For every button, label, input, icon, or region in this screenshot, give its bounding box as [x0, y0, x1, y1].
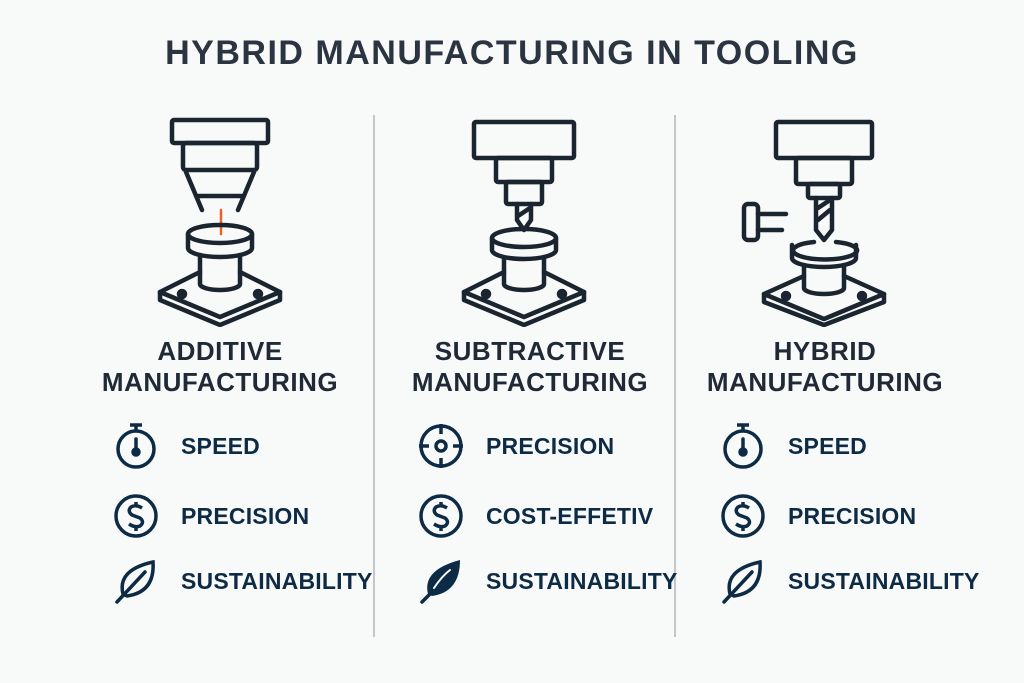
heading-line: ADDITIVE	[157, 336, 283, 366]
leaf-filled-icon	[420, 560, 460, 604]
dollar-icon	[419, 494, 463, 538]
page-title: HYBRID MANUFACTURING IN TOOLING	[165, 34, 859, 72]
list-item: SPEED	[718, 422, 867, 470]
item-label: PRECISION	[181, 502, 310, 529]
heading-line: MANUFACTURING	[411, 367, 649, 397]
list-item: PRECISION	[416, 422, 614, 470]
column-divider	[674, 115, 676, 637]
item-label: PRECISION	[486, 432, 615, 459]
item-label: COST-EFFETIV	[486, 502, 654, 529]
item-label: SPEED	[181, 432, 260, 459]
hybrid-machine-icon	[741, 119, 887, 327]
item-label: SUSTAINABILITY	[181, 567, 373, 594]
dollar-icon	[721, 494, 765, 538]
heading-subtractive: SUBTRACTIVE MANUFACTURING	[380, 336, 680, 398]
leaf-outline-icon	[115, 559, 155, 604]
heading-line: SUBTRACTIVE	[434, 336, 626, 366]
heading-line: HYBRID	[773, 336, 877, 366]
item-label: SPEED	[788, 432, 867, 459]
list-item: SUSTAINABILITY	[416, 557, 677, 605]
list-item: PRECISION	[718, 492, 916, 540]
list-item: SUSTAINABILITY	[111, 557, 372, 605]
stopwatch-icon	[723, 423, 763, 469]
target-icon	[419, 424, 463, 468]
column-divider	[373, 115, 375, 637]
heading-hybrid: HYBRID MANUFACTURING	[675, 336, 975, 398]
item-label: PRECISION	[788, 502, 917, 529]
list-item: SPEED	[111, 422, 260, 470]
item-label: SUSTAINABILITY	[486, 567, 678, 594]
stopwatch-icon	[116, 423, 156, 469]
list-item: COST-EFFETIV	[416, 492, 653, 540]
heading-line: MANUFACTURING	[706, 367, 944, 397]
heading-additive: ADDITIVE MANUFACTURING	[70, 336, 370, 398]
item-label: SUSTAINABILITY	[788, 567, 980, 594]
subtractive-machine-icon	[461, 119, 587, 327]
leaf-outline-icon	[722, 559, 762, 604]
heading-line: MANUFACTURING	[101, 367, 339, 397]
list-item: SUSTAINABILITY	[718, 557, 979, 605]
additive-machine-icon	[157, 117, 283, 327]
dollar-icon	[114, 494, 158, 538]
list-item: PRECISION	[111, 492, 309, 540]
